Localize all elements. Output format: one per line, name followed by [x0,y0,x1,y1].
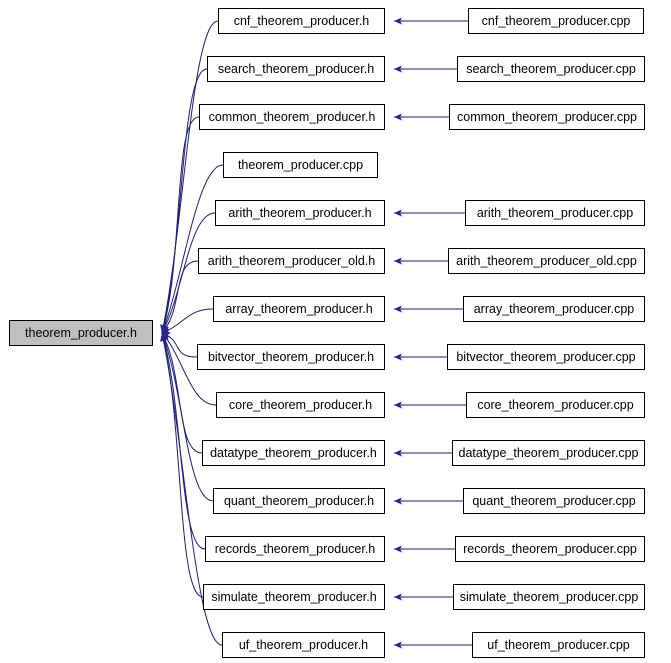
graph-node[interactable]: cnf_theorem_producer.cpp [468,8,644,34]
node-label: common_theorem_producer.cpp [457,110,637,124]
edge-to-root [161,332,203,454]
graph-node[interactable]: arith_theorem_producer_old.cpp [448,248,645,274]
node-label: cnf_theorem_producer.h [233,14,370,28]
edge-to-root [160,116,200,334]
graph-node[interactable]: bitvector_theorem_producer.cpp [447,344,645,370]
graph-node[interactable]: arith_theorem_producer.h [215,200,385,226]
node-label: datatype_theorem_producer.h [210,446,377,460]
graph-node[interactable]: records_theorem_producer.h [205,536,385,562]
graph-node[interactable]: uf_theorem_producer.cpp [472,632,645,658]
node-label: quant_theorem_producer.cpp [472,494,636,508]
edge-to-root [161,308,214,334]
graph-node[interactable]: uf_theorem_producer.h [222,632,385,658]
node-label: arith_theorem_producer.cpp [476,206,634,220]
node-label: arith_theorem_producer_old.h [207,254,376,268]
graph-node[interactable]: common_theorem_producer.h [199,104,385,130]
node-label: arith_theorem_producer_old.cpp [456,254,637,268]
graph-node[interactable]: simulate_theorem_producer.h [203,584,385,610]
node-label: search_theorem_producer.h [217,62,375,76]
graph-node[interactable]: array_theorem_producer.cpp [463,296,645,322]
edge-to-root [160,332,204,598]
node-label: bitvector_theorem_producer.h [207,350,375,364]
graph-node[interactable]: array_theorem_producer.h [213,296,385,322]
edge-to-root [161,332,198,358]
node-label: uf_theorem_producer.h [238,638,369,652]
graph-node[interactable]: search_theorem_producer.cpp [457,56,645,82]
graph-node[interactable]: search_theorem_producer.h [207,56,385,82]
node-label: common_theorem_producer.h [208,110,376,124]
node-label: array_theorem_producer.h [225,302,373,316]
graph-node[interactable]: arith_theorem_producer.cpp [465,200,645,226]
root-node[interactable]: theorem_producer.h [9,320,153,346]
graph-node[interactable]: datatype_theorem_producer.cpp [452,440,645,466]
graph-node[interactable]: core_theorem_producer.cpp [466,392,645,418]
graph-node[interactable]: quant_theorem_producer.cpp [463,488,645,514]
node-label: simulate_theorem_producer.cpp [459,590,639,604]
graph-node[interactable]: core_theorem_producer.h [216,392,385,418]
node-label: quant_theorem_producer.h [223,494,375,508]
node-label: array_theorem_producer.cpp [473,302,635,316]
node-label: search_theorem_producer.cpp [466,62,636,76]
node-label: core_theorem_producer.cpp [477,398,634,412]
graph-node[interactable]: datatype_theorem_producer.h [202,440,385,466]
node-label: records_theorem_producer.cpp [463,542,637,556]
node-label: uf_theorem_producer.cpp [487,638,630,652]
node-label: records_theorem_producer.h [214,542,376,556]
node-label: theorem_producer.cpp [237,158,364,172]
edge-to-root [161,260,199,334]
node-label: cnf_theorem_producer.cpp [481,14,631,28]
node-label: simulate_theorem_producer.h [211,590,377,604]
graph-node[interactable]: records_theorem_producer.cpp [455,536,645,562]
graph-node[interactable]: simulate_theorem_producer.cpp [453,584,645,610]
graph-node[interactable]: bitvector_theorem_producer.h [197,344,385,370]
graph-node[interactable]: theorem_producer.cpp [223,152,378,178]
node-label: core_theorem_producer.h [228,398,373,412]
node-label: arith_theorem_producer.h [228,206,372,220]
graph-node[interactable]: common_theorem_producer.cpp [449,104,645,130]
graph-node[interactable]: cnf_theorem_producer.h [218,8,385,34]
node-label: datatype_theorem_producer.cpp [458,446,639,460]
node-label: bitvector_theorem_producer.cpp [456,350,636,364]
graph-node[interactable]: arith_theorem_producer_old.h [198,248,385,274]
node-label: theorem_producer.h [25,326,137,340]
graph-node[interactable]: quant_theorem_producer.h [213,488,385,514]
